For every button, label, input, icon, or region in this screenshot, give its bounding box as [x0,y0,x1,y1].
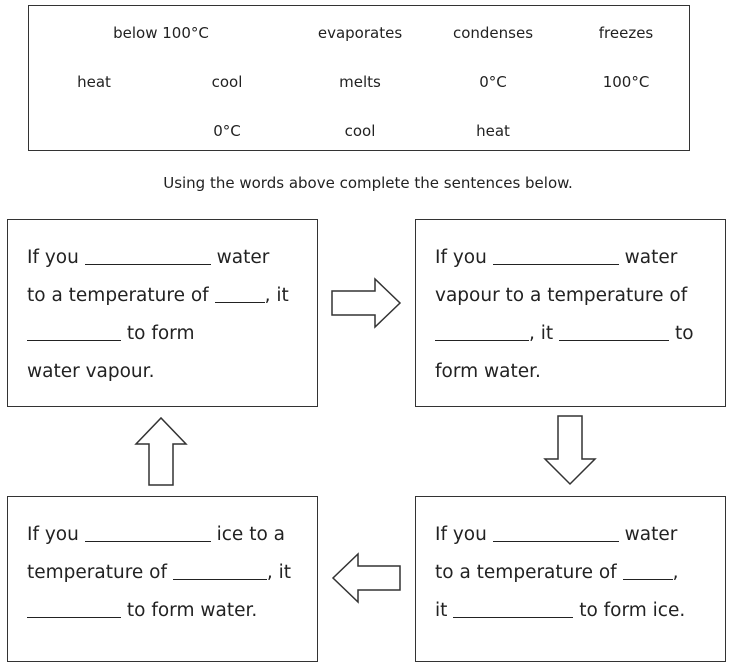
sentence-text: , it [529,323,554,344]
sentence-text: , it [264,285,289,306]
sentence-text: ice to a [216,524,285,545]
sentence-text: to [674,323,694,344]
arrow-down-icon [543,415,597,486]
sentence-text: to form water. [126,600,258,621]
sentence-line: it to form ice. [435,592,715,630]
sentence-line: to form [27,315,307,353]
sentence-text: temperature of [27,562,167,583]
answer-blank[interactable] [84,522,211,542]
answer-blank[interactable] [559,321,670,341]
word-bank-item: 0°C [479,73,507,91]
answer-blank[interactable] [84,245,211,265]
word-bank-item: heat [77,73,111,91]
answer-blank[interactable] [492,245,619,265]
card-bottom-right: If you water to a temperature of , it to… [415,496,726,662]
sentence-text: water [216,247,270,268]
word-bank: below 100°C evaporates condenses freezes… [28,5,690,151]
sentence-text: it [435,600,448,621]
answer-blank[interactable] [453,598,574,618]
card-text: If you water vapour to a temperature of … [435,239,715,391]
sentence-line: form water. [435,353,715,391]
sentence-text: , [672,562,679,583]
arrow-up-icon [134,416,188,486]
card-bottom-left: If you ice to a temperature of , it to f… [7,496,318,662]
arrow-right-icon [331,277,402,329]
sentence-line: to a temperature of , it [27,277,307,315]
card-text: If you water to a temperature of , it to… [27,239,307,391]
word-bank-item: cool [344,122,376,140]
sentence-text: to form ice. [579,600,686,621]
word-bank-item: 100°C [602,73,650,91]
sentence-text: form water. [435,361,541,382]
word-bank-item: melts [339,73,381,91]
sentence-text: water [624,247,678,268]
sentence-line: If you water [435,516,715,554]
sentence-text: water [624,524,678,545]
sentence-line: temperature of , it [27,554,307,592]
answer-blank[interactable] [27,598,121,618]
card-top-left: If you water to a temperature of , it to… [7,219,318,407]
sentence-text: to a temperature of [27,285,209,306]
answer-blank[interactable] [214,283,265,303]
sentence-text: to a temperature of [435,562,617,583]
word-bank-item: evaporates [317,24,403,42]
sentence-text: If you [27,247,79,268]
answer-blank[interactable] [172,560,267,580]
sentence-line: If you water [435,239,715,277]
answer-blank[interactable] [622,560,673,580]
word-bank-item: heat [476,122,510,140]
sentence-line: to a temperature of , [435,554,715,592]
sentence-text: , it [266,562,292,583]
word-bank-item: condenses [452,24,534,42]
answer-blank[interactable] [492,522,619,542]
sentence-text: vapour to a temperature of [435,285,688,306]
word-bank-item: 0°C [213,122,241,140]
sentence-text: If you [435,524,487,545]
card-top-right: If you water vapour to a temperature of … [415,219,726,407]
word-bank-item: cool [211,73,243,91]
instruction-text: Using the words above complete the sente… [163,174,573,192]
sentence-text: to form [126,323,195,344]
word-bank-item: below 100°C [113,24,209,42]
word-bank-item: freezes [598,24,654,42]
answer-blank[interactable] [435,321,529,341]
sentence-text: water vapour. [27,361,155,382]
answer-blank[interactable] [27,321,121,341]
sentence-text: If you [27,524,79,545]
arrow-left-icon [331,552,401,604]
sentence-line: vapour to a temperature of [435,277,715,315]
sentence-text: If you [435,247,487,268]
sentence-line: If you water [27,239,307,277]
sentence-line: If you ice to a [27,516,307,554]
sentence-line: water vapour. [27,353,307,391]
sentence-line: to form water. [27,592,307,630]
card-text: If you ice to a temperature of , it to f… [27,516,307,630]
sentence-line: , it to [435,315,715,353]
card-text: If you water to a temperature of , it to… [435,516,715,630]
